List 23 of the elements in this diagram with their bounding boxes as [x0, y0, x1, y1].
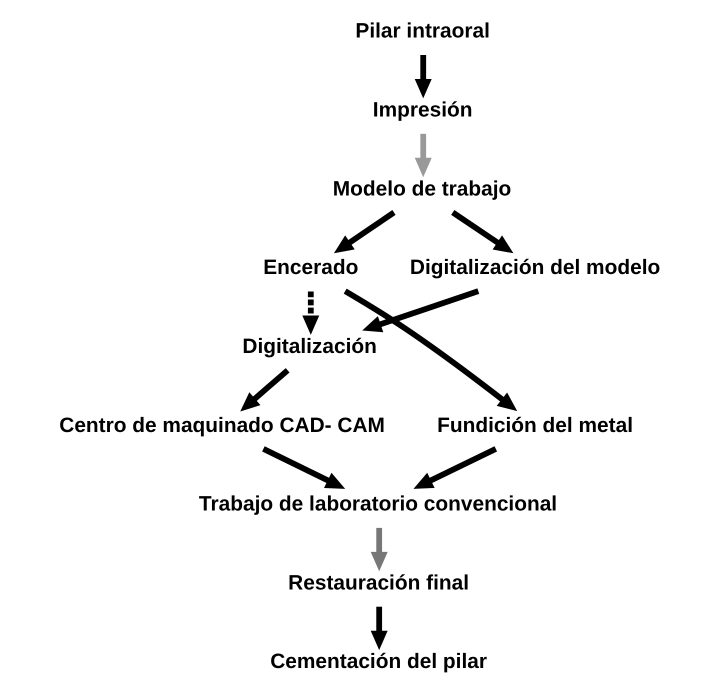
node-text: Restauración final — [288, 571, 470, 594]
node-text: Encerado — [263, 256, 358, 280]
arrow — [362, 288, 480, 332]
arrow — [262, 446, 346, 489]
node-text: Digitalización del modelo — [410, 256, 660, 280]
arrow — [451, 210, 514, 254]
node-text: Centro de maquinado CAD- CAM — [59, 414, 385, 437]
arrow — [370, 528, 388, 572]
arrow — [413, 446, 498, 489]
node-text: Impresión — [372, 98, 472, 122]
arrow — [370, 606, 388, 650]
arrow — [344, 288, 518, 412]
arrow — [302, 291, 320, 335]
arrow — [334, 210, 396, 254]
arrow — [414, 55, 432, 98]
node-text: Modelo de trabajo — [332, 177, 512, 200]
node-text: Pilar intraoral — [355, 20, 490, 43]
node-text: Cementación del pilar — [270, 650, 487, 674]
node-text: Trabajo de laboratorio convencional — [198, 492, 558, 516]
node-text: Fundición del metal — [437, 414, 634, 437]
arrow — [414, 134, 432, 178]
node-text: Digitalización — [242, 334, 377, 358]
arrow — [240, 368, 290, 412]
